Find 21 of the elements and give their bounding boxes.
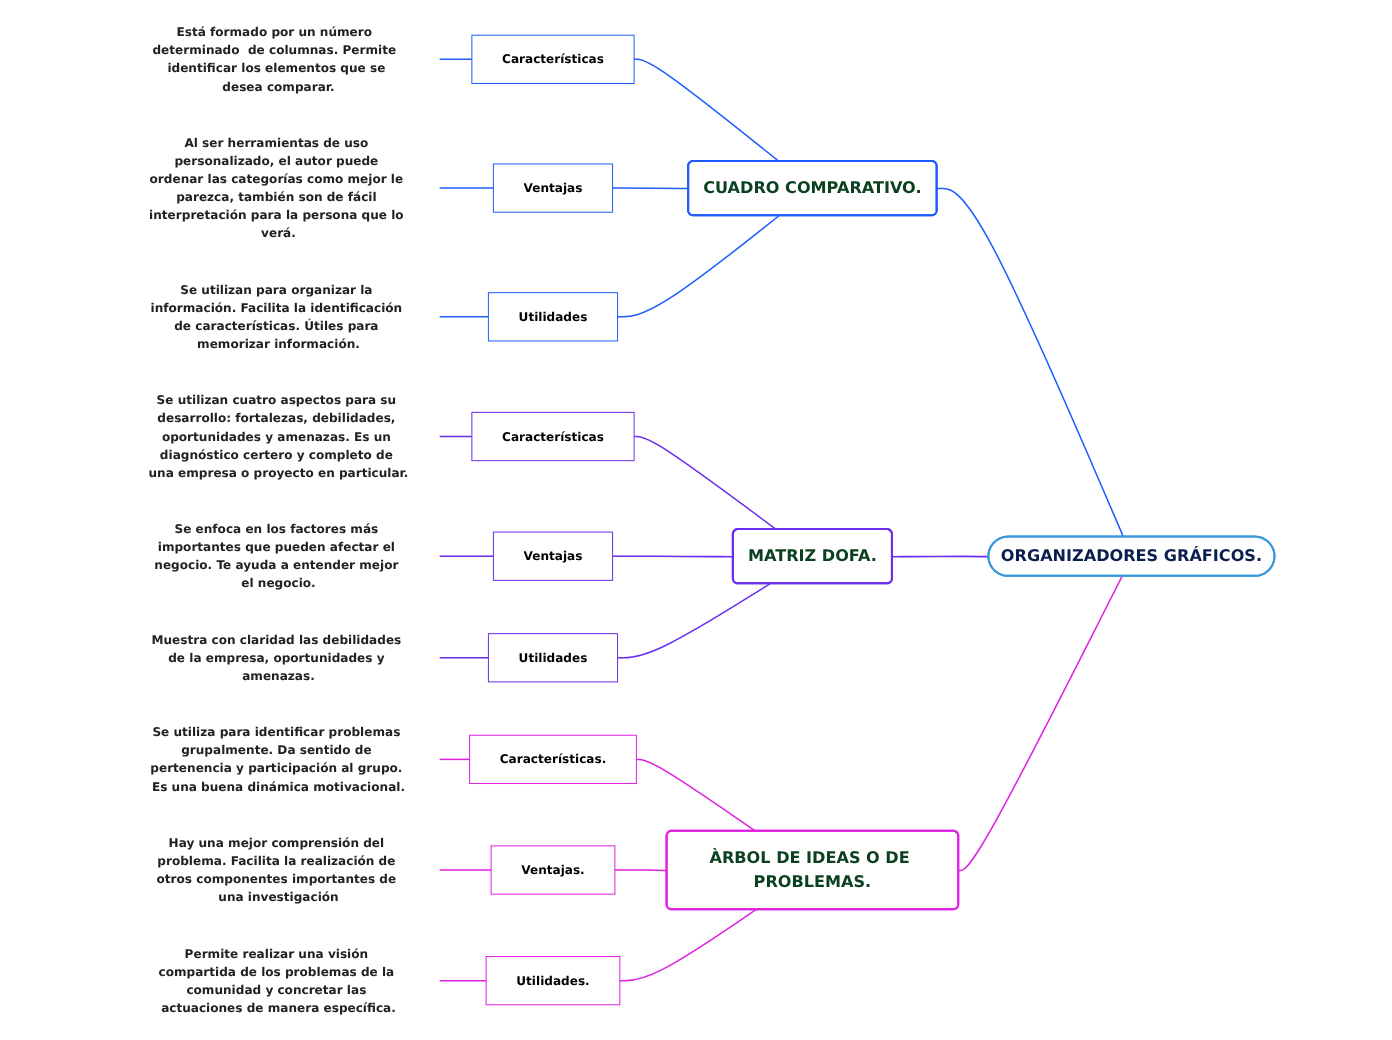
- connector: [438, 58, 473, 61]
- connector: [616, 583, 771, 659]
- connector: [633, 435, 778, 531]
- connector: [958, 575, 1123, 872]
- connector: [438, 869, 492, 871]
- connector: [438, 555, 495, 557]
- connector: [438, 979, 487, 982]
- connector: [619, 909, 757, 982]
- connector: [936, 187, 1125, 538]
- connector: [438, 758, 471, 761]
- connector: [614, 869, 668, 872]
- connector: [891, 555, 990, 558]
- connector: [633, 58, 780, 163]
- connector: [438, 657, 490, 659]
- connector: [438, 316, 490, 318]
- connector: [611, 555, 735, 558]
- connector: [611, 187, 690, 190]
- connector: [438, 187, 495, 189]
- connector: [438, 435, 473, 438]
- connector: [616, 215, 780, 318]
- connector: [635, 758, 757, 833]
